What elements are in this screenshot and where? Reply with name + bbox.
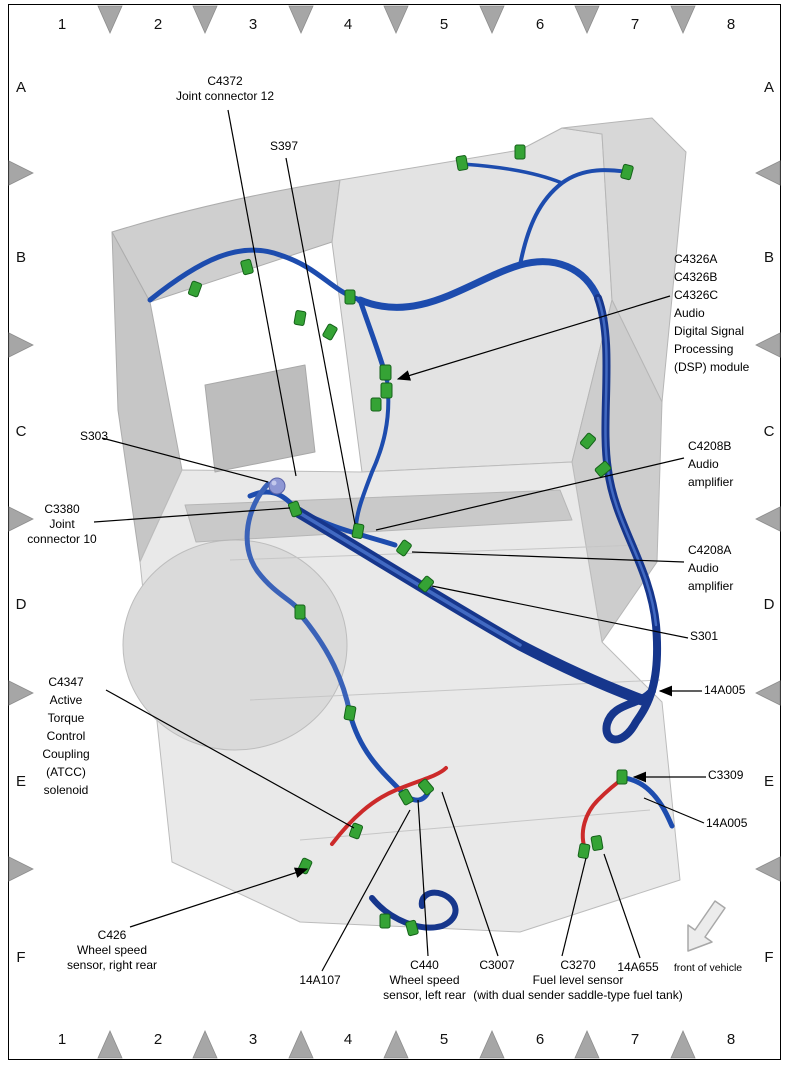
- callout-c3380-joint-connector: C3380 Joint connector 10: [27, 502, 97, 546]
- grid-letter-right-c: C: [763, 423, 775, 440]
- vehicle-body: [111, 117, 687, 933]
- callout-c4326-dsp-module: C4326A C4326B C4326C Audio Digital Signa…: [674, 252, 750, 374]
- front-of-vehicle-arrow-icon: [687, 900, 726, 952]
- callout-c4372: C4372 Joint connector 12: [175, 74, 275, 103]
- callout-14a005-lower: 14A005: [706, 816, 748, 830]
- callout-c426-wheel-speed-sensor-right: C426 Wheel speed sensor, right rear: [66, 928, 158, 972]
- callout-s301: S301: [690, 629, 719, 643]
- grid-number-top-6: 6: [535, 16, 545, 33]
- grid-markers: [8, 5, 781, 1059]
- callout-s303: S303: [79, 429, 109, 443]
- grid-number-top-8: 8: [726, 16, 736, 33]
- grid-number-top-7: 7: [630, 16, 640, 33]
- grid-number-bottom-3: 3: [248, 1031, 258, 1048]
- grid-number-top-4: 4: [343, 16, 353, 33]
- grid-letter-right-f: F: [764, 949, 774, 966]
- leader-lines: [93, 109, 706, 972]
- grid-letter-right-e: E: [763, 773, 774, 790]
- callout-c3007: C3007: [479, 958, 515, 972]
- harness-connectors: [187, 144, 634, 937]
- grid-letter-left-d: D: [15, 596, 27, 613]
- grid-number-top-1: 1: [57, 16, 67, 33]
- grid-letter-right-a: A: [763, 79, 774, 96]
- grid-number-top-5: 5: [439, 16, 449, 33]
- grid-letter-left-e: E: [15, 773, 26, 790]
- callout-s397: S397: [269, 139, 299, 153]
- grid-letter-left-c: C: [15, 423, 27, 440]
- grid-letter-right-d: D: [763, 596, 775, 613]
- grid-letter-left-f: F: [16, 949, 26, 966]
- s303-splice: [268, 477, 286, 495]
- grid-number-bottom-8: 8: [726, 1031, 736, 1048]
- callout-14a655: 14A655: [617, 960, 659, 974]
- grid-letter-left-b: B: [15, 249, 26, 266]
- grid-number-bottom-2: 2: [153, 1031, 163, 1048]
- callout-c4347-atcc-solenoid: C4347 Active Torque Control Coupling (AT…: [42, 675, 90, 797]
- callout-c3270-fuel-level-sensor: C3270 Fuel level sensor (with dual sende…: [473, 958, 683, 1002]
- border-frame: [8, 4, 781, 1060]
- callout-14a107: 14A107: [299, 973, 341, 987]
- grid-number-bottom-1: 1: [57, 1031, 67, 1048]
- callout-c440-wheel-speed-sensor-left: C440 Wheel speed sensor, left rear: [383, 958, 466, 1002]
- callout-c4208b-audio-amplifier: C4208B Audio amplifier: [688, 439, 734, 489]
- front-of-vehicle-label: front of vehicle: [673, 962, 743, 974]
- grid-number-bottom-5: 5: [439, 1031, 449, 1048]
- grid-number-top-3: 3: [248, 16, 258, 33]
- grid-number-bottom-4: 4: [343, 1031, 353, 1048]
- grid-letter-left-a: A: [15, 79, 26, 96]
- grid-number-bottom-6: 6: [535, 1031, 545, 1048]
- callout-c3309: C3309: [708, 768, 744, 782]
- grid-letter-right-b: B: [763, 249, 774, 266]
- callout-c4208a-audio-amplifier: C4208A Audio amplifier: [688, 543, 734, 593]
- grid-number-bottom-7: 7: [630, 1031, 640, 1048]
- callout-14a005-upper: 14A005: [704, 683, 746, 697]
- grid-number-top-2: 2: [153, 16, 163, 33]
